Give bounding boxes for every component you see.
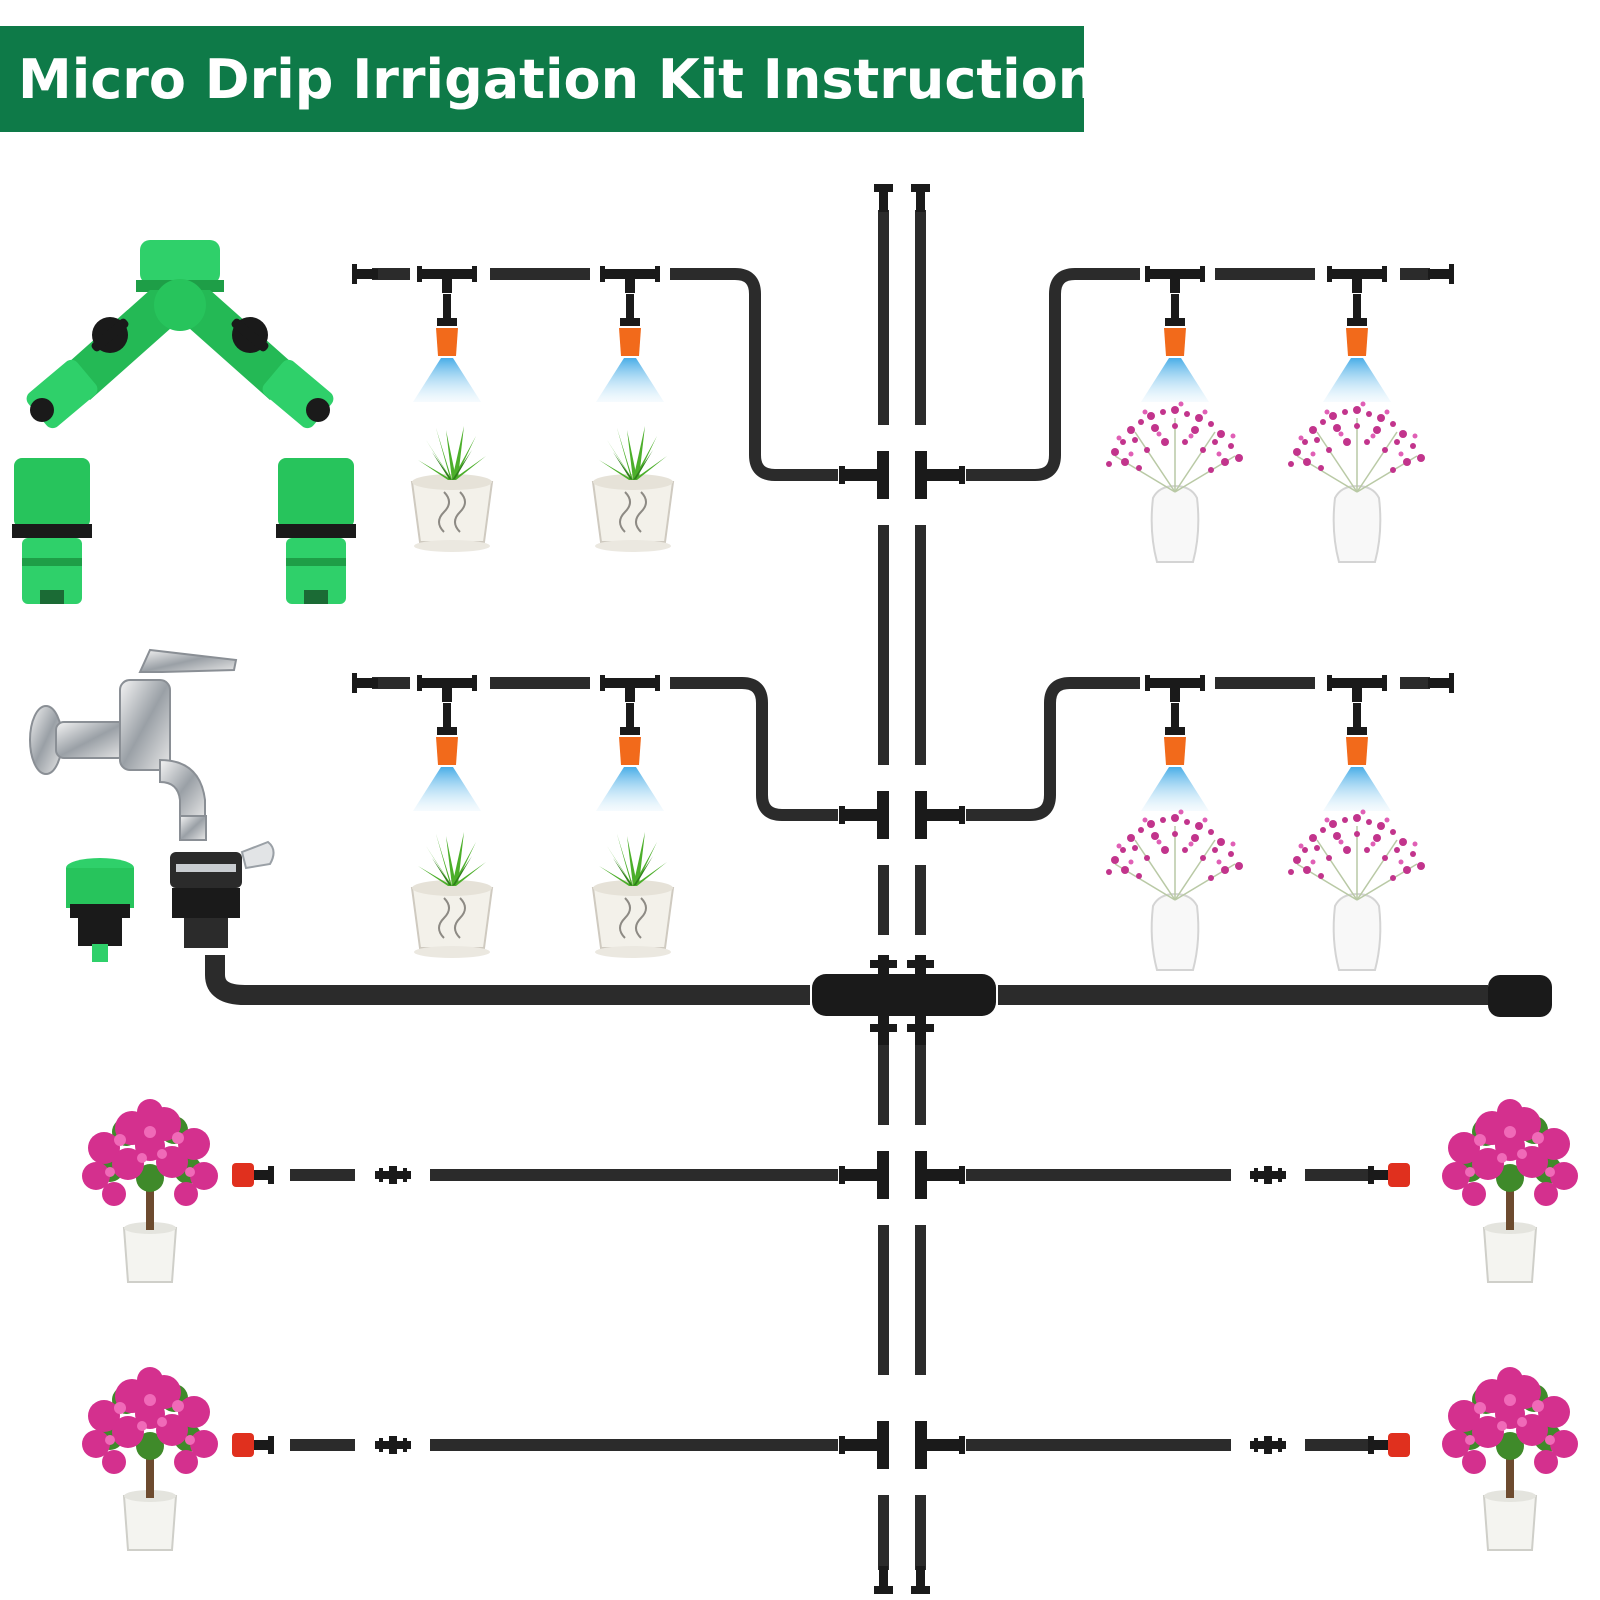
potted-succulent-icon	[411, 425, 493, 553]
column-tee-left	[839, 1421, 889, 1469]
column-tee-left	[839, 1151, 889, 1199]
y-splitter-icon	[26, 240, 334, 429]
main-tube-end-cap-icon	[1488, 975, 1552, 1017]
column-end-plugs	[874, 184, 930, 1594]
gypsophila-vase-icon	[1287, 400, 1426, 563]
potted-succulent-icon	[592, 425, 674, 553]
potted-succulent-icon	[411, 831, 493, 959]
dripper-branch-upper	[232, 1163, 1410, 1187]
column-tee-right	[915, 1421, 965, 1469]
column-tee-right	[915, 451, 965, 499]
bougainvillea-pot-icon	[81, 1098, 219, 1283]
quick-connector-icon	[276, 458, 356, 604]
mist-branch-mid-left	[352, 673, 838, 821]
column-tee-left	[839, 791, 889, 839]
bougainvillea-pot-icon	[1441, 1098, 1579, 1283]
faucet-icon	[29, 648, 238, 841]
bougainvillea-pot-icon	[81, 1366, 219, 1551]
potted-succulent-icon	[592, 831, 674, 959]
page-title: Micro Drip Irrigation Kit Instruction	[18, 47, 1097, 111]
mist-branch-top-right	[966, 264, 1454, 481]
tap-adapter-icon	[66, 858, 134, 962]
main-column-tubes	[878, 210, 926, 1570]
title-banner: Micro Drip Irrigation Kit Instruction	[0, 26, 1096, 132]
column-tee-right	[915, 1151, 965, 1199]
gypsophila-vase-icon	[1105, 808, 1244, 971]
column-tee-left	[839, 451, 889, 499]
column-tee-right	[915, 791, 965, 839]
main-tee-connector	[812, 974, 996, 1016]
gypsophila-vase-icon	[1287, 808, 1426, 971]
gypsophila-vase-icon	[1105, 400, 1244, 563]
bougainvillea-pot-icon	[1441, 1366, 1579, 1551]
quick-connector-icon	[12, 458, 92, 604]
mist-branch-top-left	[352, 264, 838, 481]
tap-adapter-icon	[170, 840, 275, 948]
mist-branch-mid-right	[966, 673, 1454, 821]
dripper-branch-lower	[232, 1433, 1410, 1457]
main-supply-tube	[205, 955, 1552, 1045]
